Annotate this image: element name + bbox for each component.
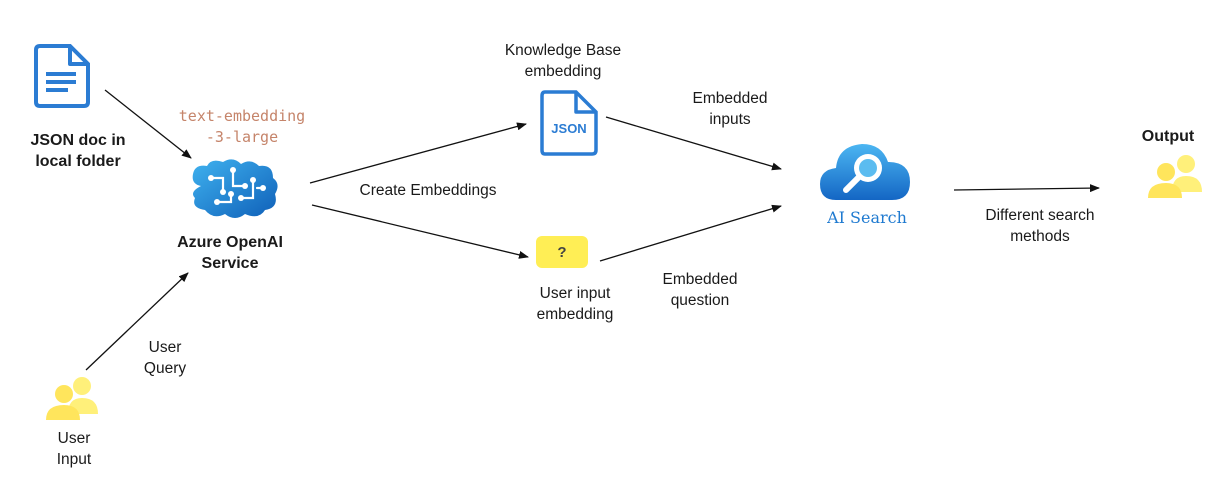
arrow-openai-to-kb: [309, 122, 527, 184]
search-cloud-icon: [820, 144, 910, 200]
embedded-question-label: Embedded question: [662, 271, 738, 309]
arrow-user-to-openai: [85, 272, 189, 371]
json-doc-label: JSON doc in local folder: [30, 132, 126, 170]
embedded-inputs-label: Embedded inputs: [692, 90, 768, 128]
user-input-label: User Input: [56, 430, 92, 468]
question-icon: ?: [536, 236, 588, 268]
user-query-label: User Query: [143, 339, 187, 377]
kb-embedding-label: Knowledge Base embedding: [504, 42, 622, 80]
arrow-userembed-to-search: [599, 204, 782, 262]
arrow-json-to-openai: [104, 89, 192, 159]
embedding-model-label: text-embedding -3-large: [178, 107, 306, 146]
arrow-kb-to-search: [605, 116, 782, 171]
user-input-embedding-label: User input embedding: [536, 285, 614, 323]
output-label: Output: [1141, 128, 1195, 145]
create-embeddings-label: Create Embeddings: [359, 182, 497, 199]
arrow-openai-to-userembed: [311, 204, 529, 259]
ai-search-label: AI Search: [827, 208, 907, 227]
users-icon: [46, 377, 98, 420]
json-file-text: JSON: [551, 121, 586, 136]
output-users-icon: [1148, 155, 1202, 198]
json-file-icon: JSON: [540, 90, 598, 156]
arrow-search-to-output: [953, 184, 1100, 193]
openai-service-label: Azure OpenAI Service: [177, 234, 283, 272]
search-methods-label: Different search methods: [985, 207, 1095, 245]
brain-icon: [192, 159, 278, 218]
question-mark-text: ?: [557, 244, 566, 261]
document-icon: [34, 44, 90, 108]
